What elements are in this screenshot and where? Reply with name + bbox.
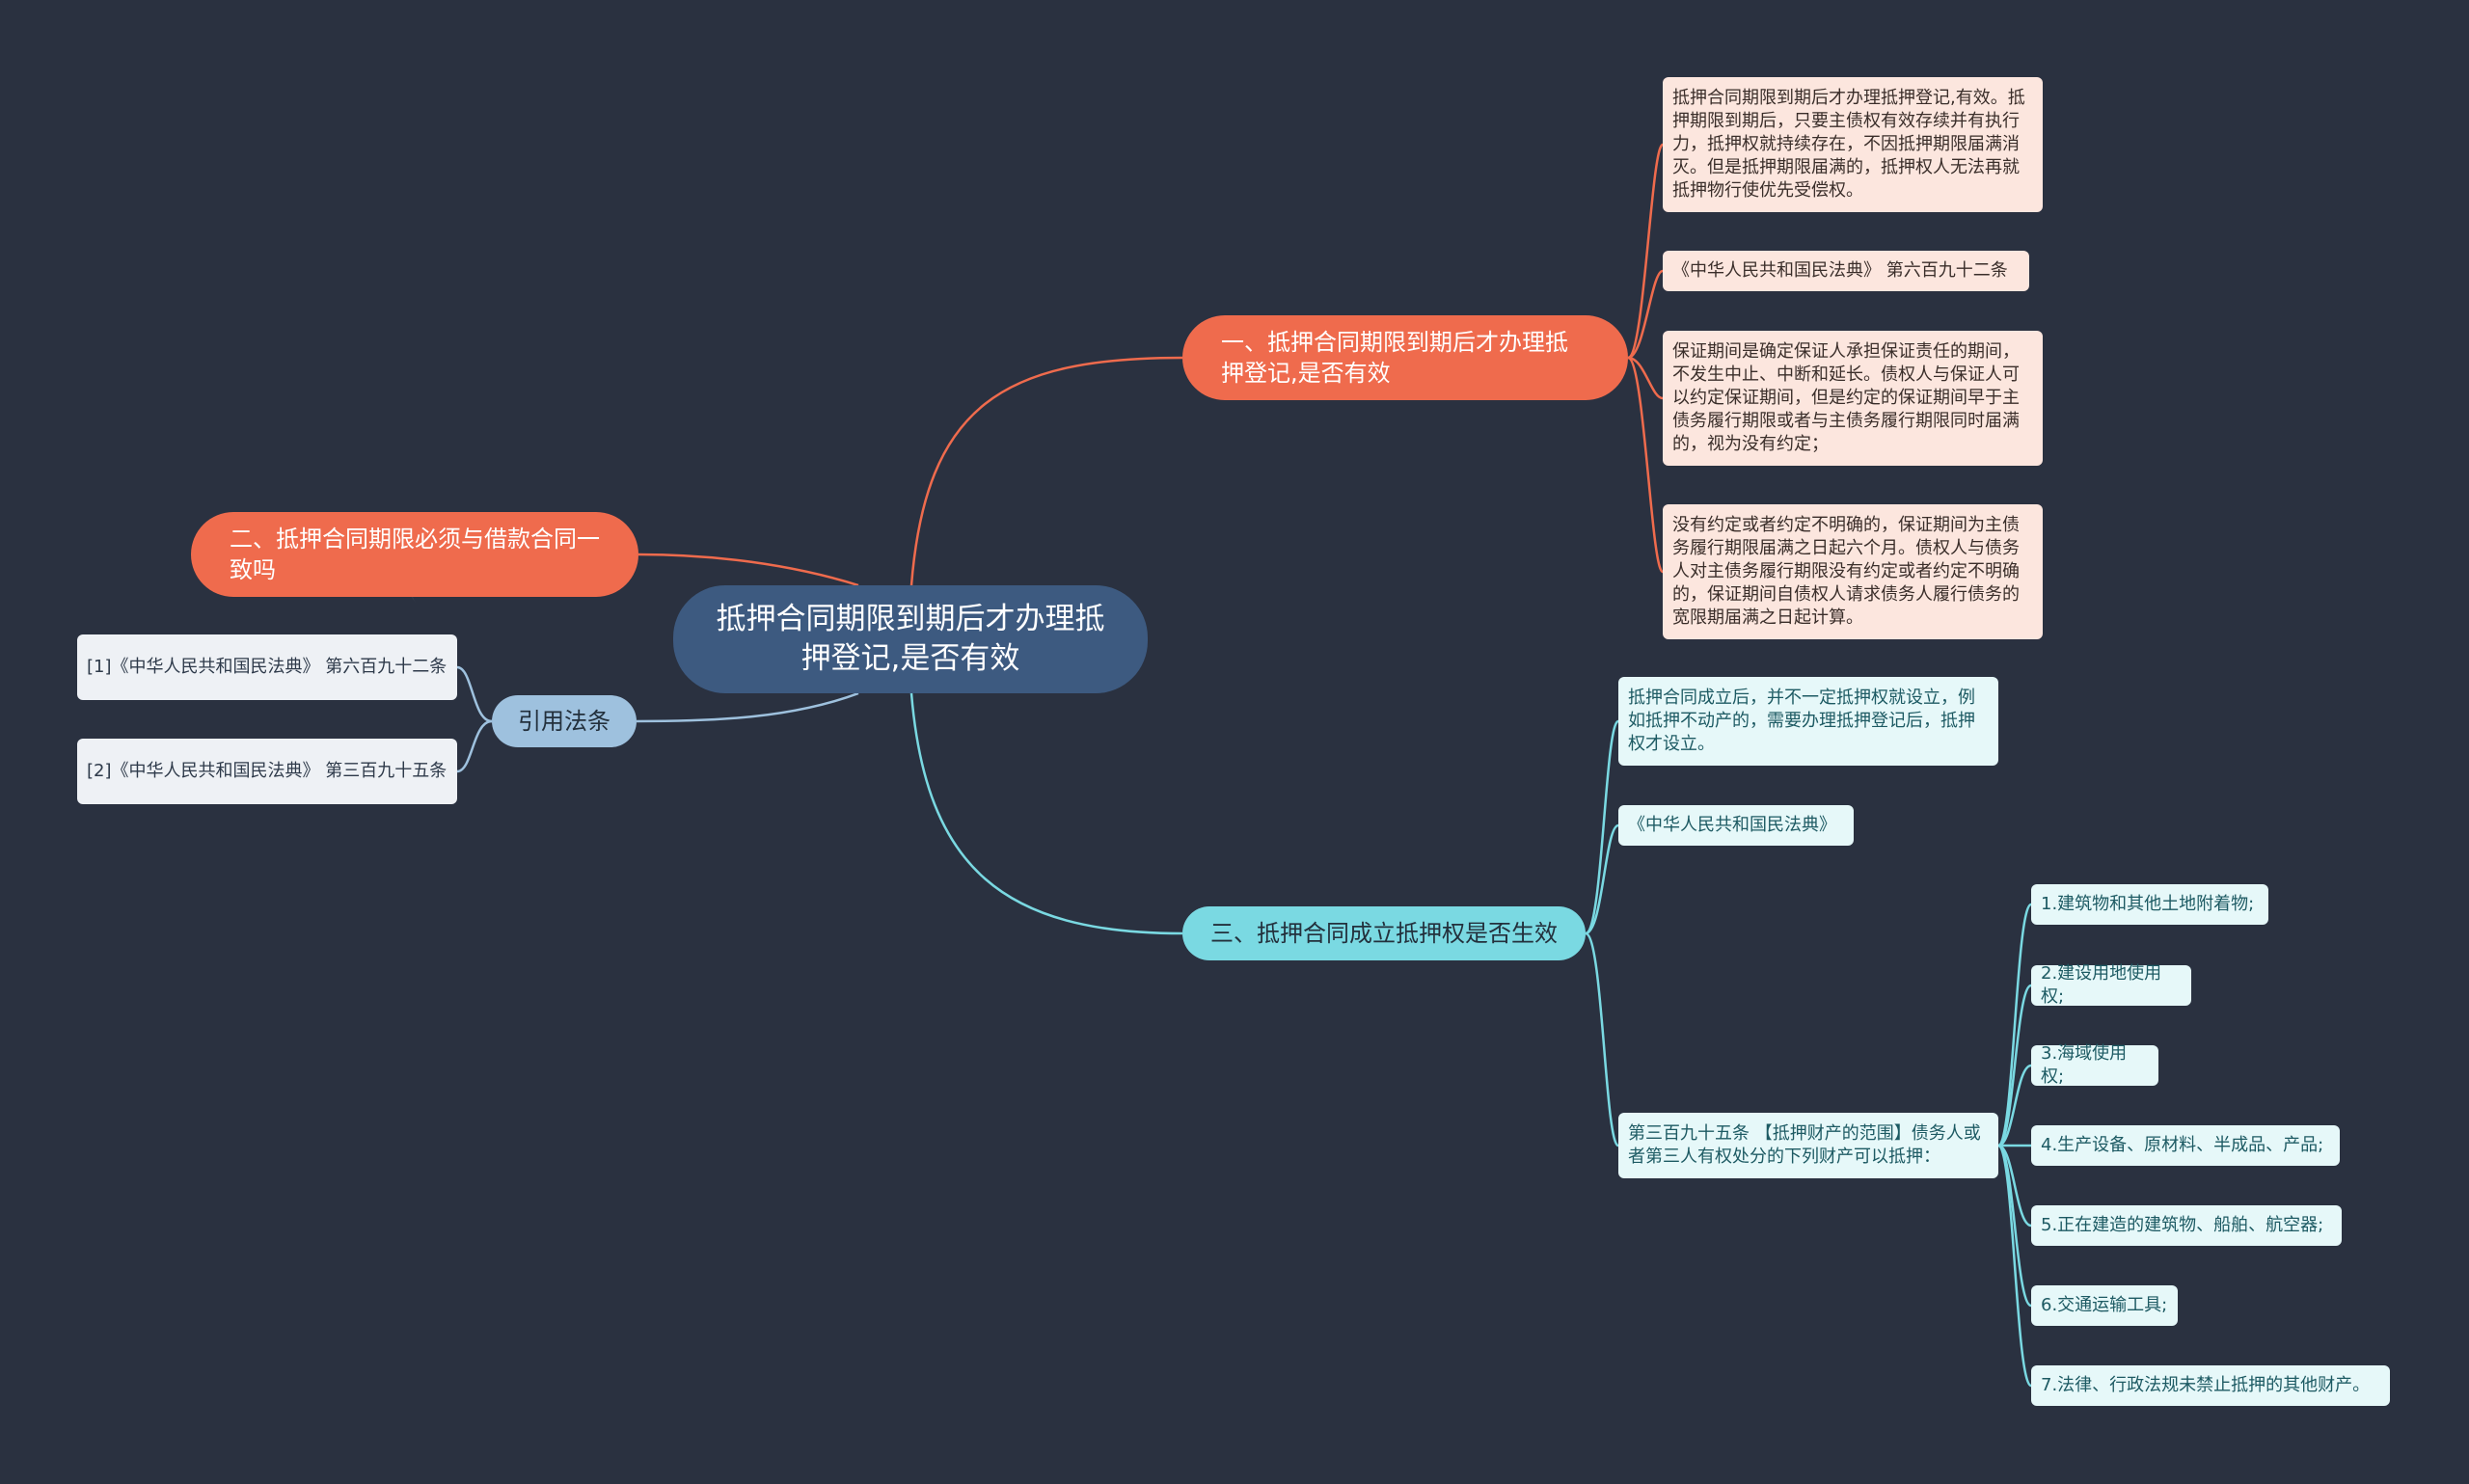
- connector-property-item-3: [1997, 1064, 2032, 1147]
- leaf-text: 《中华人民共和国民法典》 第六百九十二条: [1672, 260, 2008, 281]
- connector-center-branch-2: [638, 553, 859, 587]
- connector-property-item-7: [1996, 1144, 2033, 1388]
- connector-center-branch-1: [909, 356, 1183, 586]
- branch-2-label: 二、抵押合同期限必须与借款合同一致吗: [230, 526, 600, 583]
- connector-reference-1: [456, 665, 493, 723]
- leaf-text: 没有约定或者约定不明确的，保证期间为主债务履行期限届满之日起六个月。债权人与债务…: [1672, 515, 2020, 628]
- connector-branch-1-leaf-1: [1626, 143, 1665, 360]
- property-item-5[interactable]: 5.正在建造的建筑物、船舶、航空器;: [2031, 1205, 2342, 1246]
- connector-branch-3-leaf-3: [1584, 931, 1620, 1147]
- leaf-text: 保证期间是确定保证人承担保证责任的期间，不发生中止、中断和延长。债权人与保证人可…: [1672, 341, 2020, 454]
- property-item-4[interactable]: 4.生产设备、原材料、半成品、产品;: [2031, 1125, 2340, 1166]
- central-topic-label: 抵押合同期限到期后才办理抵押登记,是否有效: [716, 602, 1105, 676]
- item-text: 4.生产设备、原材料、半成品、产品;: [2041, 1135, 2324, 1155]
- references-label: 引用法条: [518, 708, 610, 735]
- branch-3-leaf-1[interactable]: 抵押合同成立后，并不一定抵押权就设立，例如抵押不动产的，需要办理抵押登记后，抵押…: [1618, 677, 1998, 766]
- reference-text: [1]《中华人民共和国民法典》 第六百九十二条: [87, 657, 448, 677]
- connector-property-item-2: [1997, 984, 2032, 1147]
- property-item-2[interactable]: 2.建设用地使用权;: [2031, 963, 2191, 1007]
- connector-branch-1-leaf-3: [1627, 356, 1664, 400]
- item-text: 3.海域使用权;: [2041, 1043, 2128, 1087]
- item-text: 2.建设用地使用权;: [2041, 963, 2162, 1007]
- branch-3-leaf-3[interactable]: 第三百九十五条 【抵押财产的范围】债务人或者第三人有权处分的下列财产可以抵押：: [1618, 1113, 1998, 1178]
- leaf-text: 抵押合同成立后，并不一定抵押权就设立，例如抵押不动产的，需要办理抵押登记后，抵押…: [1628, 688, 1975, 754]
- property-item-6[interactable]: 6.交通运输工具;: [2031, 1285, 2178, 1326]
- property-item-7[interactable]: 7.法律、行政法规未禁止抵押的其他财产。: [2031, 1365, 2390, 1406]
- connector-branch-3-leaf-1: [1584, 719, 1620, 935]
- references-node[interactable]: 引用法条: [492, 695, 637, 747]
- branch-3-label: 三、抵押合同成立抵押权是否生效: [1210, 920, 1558, 947]
- branch-1-leaf-4[interactable]: 没有约定或者约定不明确的，保证期间为主债务履行期限届满之日起六个月。债权人与债务…: [1663, 504, 2043, 639]
- reference-item-1[interactable]: [1]《中华人民共和国民法典》 第六百九十二条: [77, 634, 457, 700]
- central-topic[interactable]: 抵押合同期限到期后才办理抵押登记,是否有效: [673, 585, 1148, 693]
- leaf-text: 第三百九十五条 【抵押财产的范围】债务人或者第三人有权处分的下列财产可以抵押：: [1628, 1123, 1981, 1167]
- branch-1-leaf-2[interactable]: 《中华人民共和国民法典》 第六百九十二条: [1663, 251, 2029, 291]
- item-text: 1.建筑物和其他土地附着物;: [2041, 894, 2255, 914]
- branch-1-leaf-3[interactable]: 保证期间是确定保证人承担保证责任的期间，不发生中止、中断和延长。债权人与保证人可…: [1663, 331, 2043, 466]
- branch-3-leaf-2[interactable]: 《中华人民共和国民法典》: [1618, 805, 1854, 846]
- branch-1[interactable]: 一、抵押合同期限到期后才办理抵押登记,是否有效: [1182, 315, 1628, 400]
- branch-3[interactable]: 三、抵押合同成立抵押权是否生效: [1182, 906, 1586, 960]
- connector-center-branch-3: [909, 692, 1183, 935]
- reference-item-2[interactable]: [2]《中华人民共和国民法典》 第三百九十五条: [77, 739, 457, 804]
- property-item-1[interactable]: 1.建筑物和其他土地附着物;: [2031, 884, 2268, 925]
- branch-1-label: 一、抵押合同期限到期后才办理抵押登记,是否有效: [1221, 329, 1568, 387]
- item-text: 7.法律、行政法规未禁止抵押的其他财产。: [2041, 1375, 2371, 1395]
- connector-center-references: [636, 691, 859, 723]
- connector-branch-1-leaf-2: [1627, 269, 1664, 360]
- item-text: 5.正在建造的建筑物、船舶、航空器;: [2041, 1215, 2324, 1235]
- leaf-text: 抵押合同期限到期后才办理抵押登记,有效。抵押期限到期后，只要主债权有效存续并有执…: [1672, 88, 2025, 201]
- branch-2[interactable]: 二、抵押合同期限必须与借款合同一致吗: [191, 512, 638, 597]
- reference-text: [2]《中华人民共和国民法典》 第三百九十五条: [87, 761, 448, 781]
- property-item-3[interactable]: 3.海域使用权;: [2031, 1043, 2158, 1087]
- connector-reference-2: [456, 719, 493, 773]
- item-text: 6.交通运输工具;: [2041, 1295, 2168, 1315]
- connector-branch-3-leaf-2: [1585, 823, 1619, 935]
- branch-1-leaf-1[interactable]: 抵押合同期限到期后才办理抵押登记,有效。抵押期限到期后，只要主债权有效存续并有执…: [1663, 77, 2043, 212]
- connector-branch-1-leaf-4: [1626, 356, 1665, 574]
- leaf-text: 《中华人民共和国民法典》: [1628, 815, 1836, 835]
